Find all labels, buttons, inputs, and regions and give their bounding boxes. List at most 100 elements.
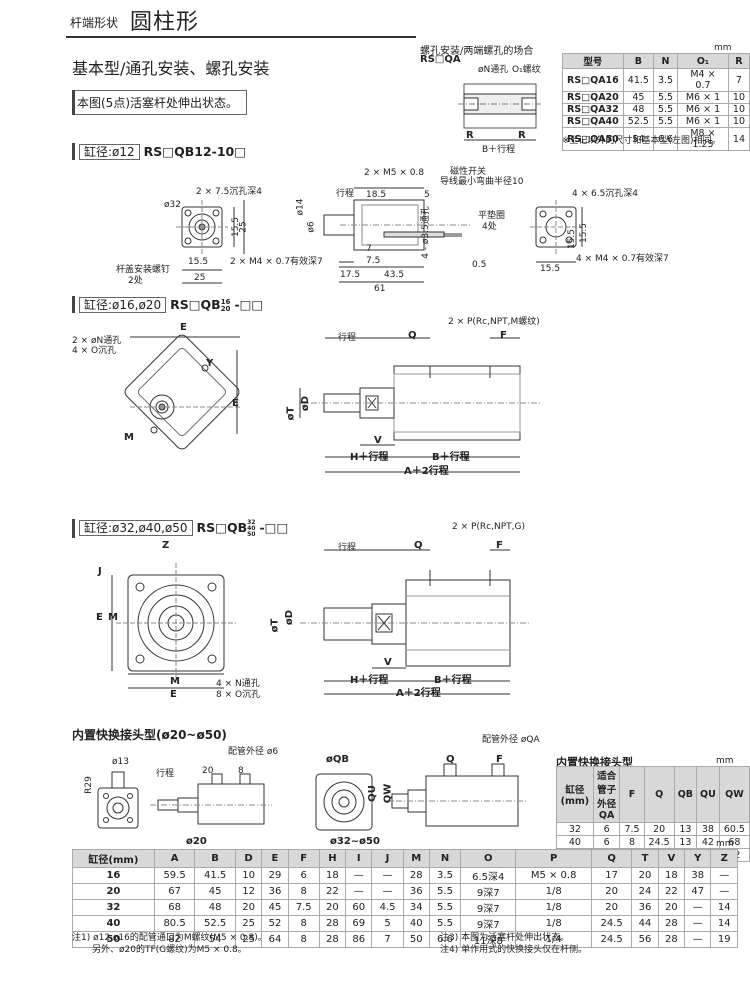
o-counterbore-label: 8 × O沉孔 (216, 690, 261, 700)
port-label: 2 × P(Rc,NPT,G) (452, 522, 525, 532)
table-cell: 59.5 (153, 867, 196, 884)
dim-61: 61 (374, 284, 386, 294)
table-cell: 50 (402, 931, 430, 948)
table-header: QB (673, 766, 698, 823)
table-header: R (727, 53, 750, 69)
table-header: Y (684, 849, 712, 868)
table-cell: 8 (619, 835, 645, 849)
dim-j: J (98, 566, 102, 577)
inset-n-label: øN通孔 (478, 65, 509, 75)
table-cell: 45 (194, 883, 236, 900)
table-cell: 1/4 (515, 931, 592, 948)
table-cell: 7 (371, 931, 404, 948)
table-cell: 36 (402, 883, 430, 900)
dim-20: 20 (202, 766, 214, 776)
table-cell: 13 (673, 822, 698, 836)
table-cell: 6 (287, 867, 320, 884)
table-cell: 10 (727, 115, 750, 128)
bore32-end-view (111, 563, 236, 689)
dim-q: Q (408, 330, 417, 341)
table-cell: 6 (592, 835, 621, 849)
dim-f: F (496, 754, 503, 765)
inset-note: ※上记以外的尺寸和基本型(左图)相同。 (562, 136, 721, 146)
bore12-rear-view (530, 200, 583, 263)
table-cell: 44 (631, 915, 659, 932)
table-header: Z (710, 849, 738, 868)
table-header: J (371, 849, 404, 868)
dim-f: F (496, 540, 503, 551)
dim-15-5-c: 15.5 (540, 264, 561, 274)
table-header: T (631, 849, 659, 868)
table-cell: 64 (261, 931, 289, 948)
table-cell: 20 (631, 867, 659, 884)
phi-d: øD (284, 609, 296, 626)
inset-cylinder-drawing (458, 83, 542, 141)
table-cell: 1/8 (515, 915, 592, 932)
table-cell: 54 (622, 127, 654, 151)
quick-table-unit: mm (716, 756, 734, 766)
dim-0-5: 0.5 (472, 260, 487, 270)
stroke-label: 行程 (156, 769, 175, 779)
table-cell: 45 (261, 899, 289, 916)
table-header: A (153, 849, 196, 868)
table-cell: 41.5 (194, 867, 236, 884)
counterbore-label: 2 × 7.5沉孔深4 (196, 187, 263, 197)
dim-y: Y (206, 358, 214, 369)
table-cell: 5.5 (428, 883, 462, 900)
table-header: 缸径(mm) (556, 766, 594, 823)
table-cell: 7.5 (619, 822, 645, 836)
dim-43-5: 43.5 (384, 270, 405, 280)
table-cell: 11深8 (460, 931, 517, 948)
phi14-label: ø14 (295, 198, 306, 216)
table-cell: 16 (72, 867, 155, 884)
table-header: M (402, 849, 430, 868)
table-cell: 6 (592, 822, 621, 836)
dim-7-5: 7.5 (366, 256, 381, 266)
dim-h: H＋行程 (350, 675, 389, 686)
dim-15-5-a: 15.5 (188, 257, 209, 267)
table-cell: 47 (684, 883, 712, 900)
bore32-side-view (300, 549, 530, 695)
table-cell: 34 (402, 899, 430, 916)
model-sup: 32 (247, 518, 256, 526)
section-label: 缸径:ø16,ø20 (79, 297, 167, 313)
table-cell: 20 (643, 822, 675, 836)
table-cell: 5 (371, 915, 404, 932)
inset-model: RS□QA (420, 54, 461, 65)
table-cell: 7.5 (287, 899, 320, 916)
section-model: RS□QB (170, 297, 221, 312)
table-cell: 40 (556, 835, 594, 849)
table-cell: 28 (402, 867, 430, 884)
table-cell: 69 (345, 915, 373, 932)
dim-8: 8 (238, 766, 244, 776)
phi20-caption: ø20 (186, 836, 207, 847)
footnote-4: 注4) 单作用式的快换接头仅在杆侧。 (440, 945, 588, 955)
table-cell: 14 (710, 899, 738, 916)
model-tail: -□□ (234, 297, 264, 312)
table-cell: 41.5 (622, 68, 654, 92)
dim-qw: QW (382, 783, 394, 804)
table-cell: 10 (234, 867, 263, 884)
dim-a: A＋2行程 (396, 688, 441, 699)
model-sup: 16 (220, 297, 231, 306)
phi13-label: ø13 (112, 757, 129, 767)
header-rule (66, 36, 416, 38)
table-cell: 36 (631, 899, 659, 916)
table-cell: 20 (234, 899, 263, 916)
n-hole-label: 2 × øN通孔 (72, 336, 122, 346)
table-cell: 9深7 (460, 899, 517, 916)
shape-title: 圆柱形 (130, 10, 200, 35)
table-cell: 5.5 (428, 899, 462, 916)
category-label: 杆端形状 (70, 16, 119, 30)
quick-fitting-views (97, 763, 528, 831)
phi-d: øD (300, 395, 312, 412)
section-quick-fitting: 内置快换接头型(ø20~ø50) (72, 728, 227, 742)
table-cell: 6.6 (652, 127, 679, 151)
bore16-end-view (124, 334, 240, 450)
phi3-5-label: 4 - ø3.5通孔 (420, 206, 431, 259)
